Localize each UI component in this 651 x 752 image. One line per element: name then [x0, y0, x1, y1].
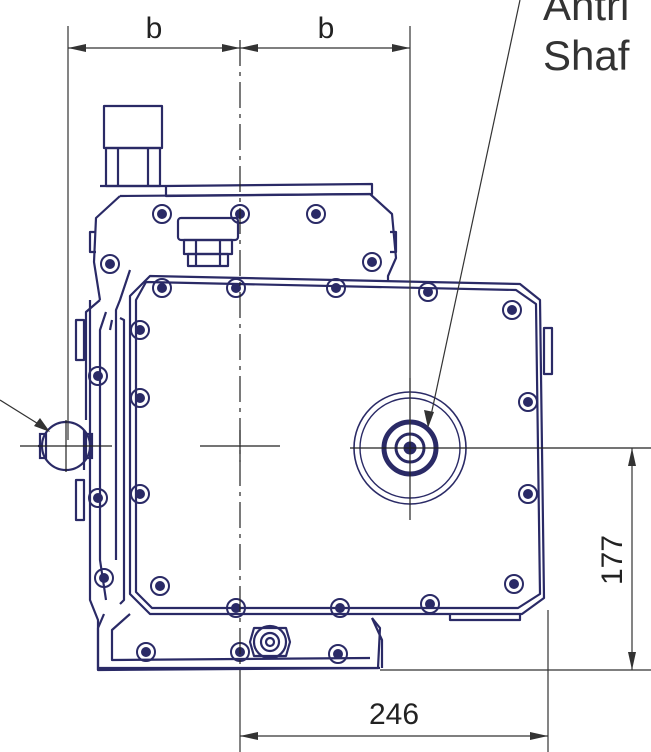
- dimension-b-left: b: [146, 12, 163, 45]
- bolt-head: [518, 484, 538, 504]
- bolt-center: [93, 493, 103, 503]
- bolt-center: [135, 325, 145, 335]
- bolt-head: [152, 278, 172, 298]
- bolt-head: [88, 366, 108, 386]
- terminal-box-bottom: [104, 146, 162, 188]
- bolt-center: [231, 603, 241, 613]
- bolt-head: [130, 320, 150, 340]
- bolt-center: [135, 393, 145, 403]
- bolt-head: [518, 392, 538, 412]
- bolt-center: [157, 209, 167, 219]
- bolt-head: [94, 568, 114, 588]
- bolt-head: [152, 204, 172, 224]
- bolt-center: [105, 259, 115, 269]
- bolt-head: [328, 644, 348, 664]
- bolt-head: [88, 488, 108, 508]
- bolt-head: [136, 642, 156, 662]
- bolt-center: [333, 649, 343, 659]
- gearbox-housing: [74, 104, 554, 672]
- bolt-center: [135, 489, 145, 499]
- bolt-head: [130, 388, 150, 408]
- bolt-center: [335, 603, 345, 613]
- bolt-head: [330, 598, 350, 618]
- left-lug-lower: [74, 478, 86, 522]
- bolt-head: [100, 254, 120, 274]
- bolt-head: [306, 204, 326, 224]
- bolt-head: [226, 598, 246, 618]
- bolt-head: [502, 300, 522, 320]
- bolt-center: [311, 209, 321, 219]
- bolt-head: [130, 484, 150, 504]
- callout-line-2: Shaf: [543, 32, 630, 79]
- drain-plug-outer: [252, 624, 288, 660]
- bolt-head: [226, 278, 246, 298]
- terminal-box-top: [102, 104, 164, 150]
- bolt-pattern: [88, 204, 538, 664]
- right-lug: [542, 326, 554, 376]
- bolt-center: [157, 283, 167, 293]
- bolt-center: [523, 489, 533, 499]
- left-lug-upper: [74, 318, 86, 362]
- bolt-center: [523, 397, 533, 407]
- bolt-center: [231, 283, 241, 293]
- front-cover: [128, 274, 546, 616]
- bolt-center: [509, 579, 519, 589]
- bolt-center: [425, 599, 435, 609]
- callout-line-1: Antri: [543, 0, 629, 29]
- dimension-177: 177: [596, 535, 629, 585]
- bolt-head: [418, 282, 438, 302]
- dimension-b-right: b: [318, 12, 335, 45]
- centre-lines: [20, 40, 651, 690]
- bolt-head: [420, 594, 440, 614]
- bolt-center: [155, 581, 165, 591]
- bolt-center: [93, 371, 103, 381]
- bolt-head: [150, 576, 170, 596]
- bolt-center: [331, 283, 341, 293]
- bolt-head: [326, 278, 346, 298]
- bolt-head: [362, 252, 382, 272]
- bolt-center: [507, 305, 517, 315]
- bolt-center: [423, 287, 433, 297]
- bolt-center: [141, 647, 151, 657]
- bolt-center: [367, 257, 377, 267]
- bolt-head: [504, 574, 524, 594]
- dimension-246: 246: [369, 698, 419, 731]
- bolt-center: [99, 573, 109, 583]
